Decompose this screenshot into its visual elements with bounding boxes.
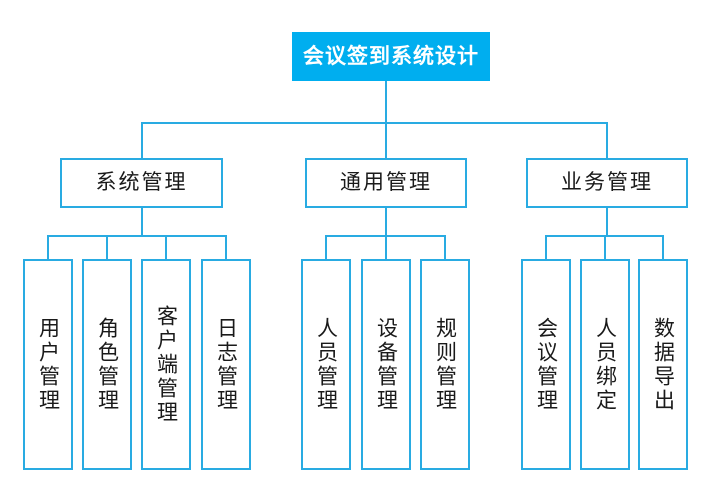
node-branch-business-management: 业务管理 bbox=[526, 158, 688, 208]
node-root: 会议签到系统设计 bbox=[292, 32, 490, 81]
node-leaf-meeting-management: 会议管理 bbox=[521, 259, 571, 470]
node-leaf-personnel-management: 人员管理 bbox=[301, 259, 351, 470]
node-branch-general-management: 通用管理 bbox=[305, 158, 467, 208]
node-leaf-rule-management: 规则管理 bbox=[420, 259, 470, 470]
node-leaf-user-management: 用户管理 bbox=[23, 259, 73, 470]
node-branch-system-management: 系统管理 bbox=[60, 158, 223, 208]
node-leaf-client-management: 客户端管理 bbox=[141, 259, 191, 470]
node-leaf-device-management: 设备管理 bbox=[361, 259, 411, 470]
node-leaf-data-export: 数据导出 bbox=[638, 259, 688, 470]
node-leaf-personnel-binding: 人员绑定 bbox=[580, 259, 630, 470]
node-leaf-log-management: 日志管理 bbox=[201, 259, 251, 470]
node-leaf-role-management: 角色管理 bbox=[82, 259, 132, 470]
